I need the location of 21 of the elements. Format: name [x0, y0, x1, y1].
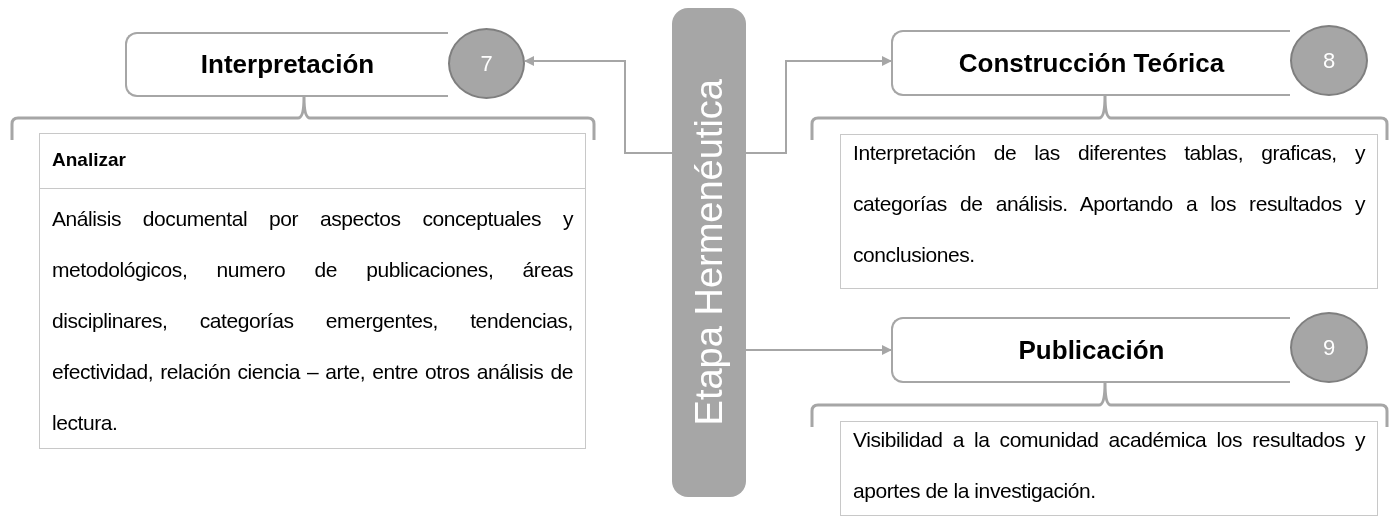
- stage-label: Etapa Hermenéutica: [686, 79, 731, 426]
- description-box: [840, 134, 1378, 289]
- title-box: [125, 32, 448, 97]
- description-table: [39, 133, 586, 449]
- arrow: [524, 56, 673, 154]
- heading-text: Analizar: [52, 149, 126, 170]
- description-box: [840, 421, 1378, 516]
- description-text: Interpretación de las diferentes tablas, graficas, y categorías de análisis. Aportando a los resultados y conclusiones.: [853, 140, 1365, 268]
- arrow: [745, 345, 892, 355]
- title-text: Construcción Teórica: [958, 46, 1225, 80]
- description-text: Análisis documental por aspectos conceptuales y metodológicos, numero de publicaciones, áreas disciplinares, categorías emergentes, tendencias, efectividad, relación ciencia – arte, entre otros análisis de lectura.: [52, 206, 573, 436]
- description-text: Visibilidad a la comunidad académica los resultados y aportes de la investigación.: [853, 427, 1365, 504]
- step-number: 9: [1322, 334, 1336, 362]
- step-number: 8: [1322, 47, 1336, 75]
- title-box: [891, 317, 1290, 383]
- stage-bar: [672, 8, 746, 497]
- title-box: [891, 30, 1290, 96]
- arrow: [745, 56, 892, 154]
- title-text: Publicación: [1018, 333, 1165, 367]
- step-number: 7: [480, 50, 493, 78]
- title-text: Interpretación: [200, 48, 375, 81]
